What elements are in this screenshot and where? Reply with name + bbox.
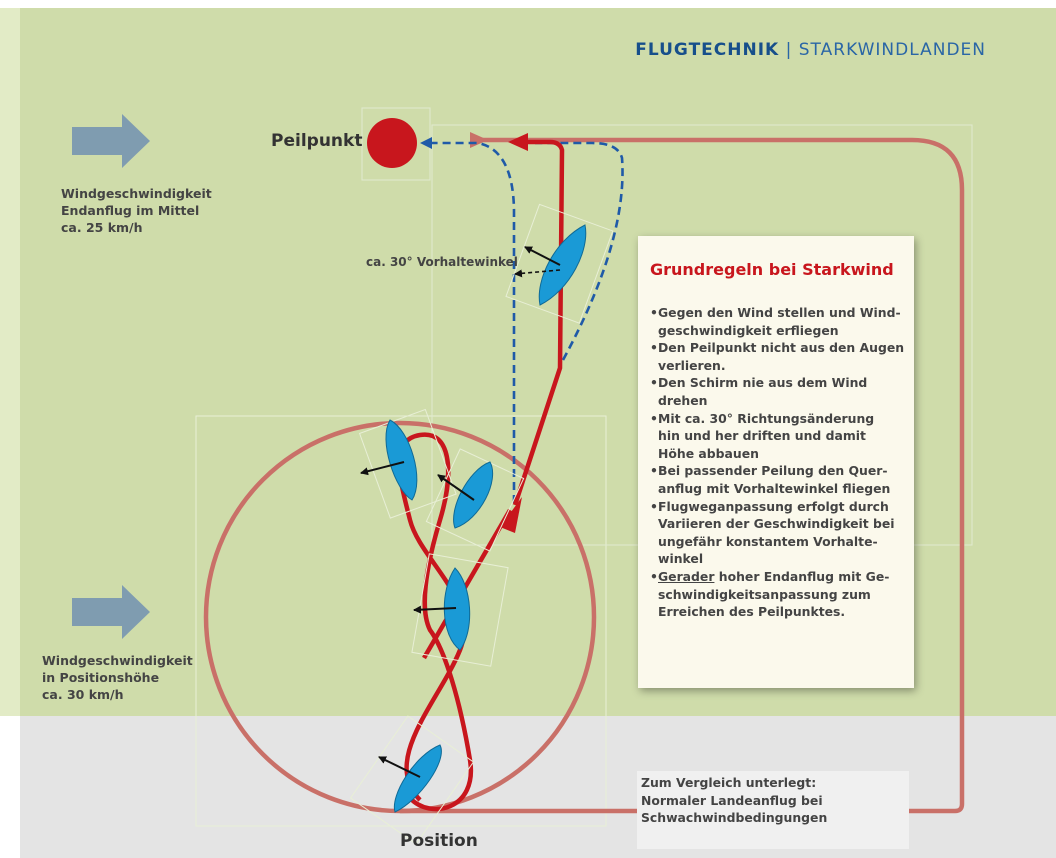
rule-item: •Gegen den Wind stellen und Wind-geschwi… [650,305,901,338]
wind-bottom-text: Windgeschwindigkeit in Positionshöhe ca.… [42,652,193,703]
wind-bottom-line-3: ca. 30 km/h [42,687,124,702]
comparison-note-line-1: Zum Vergleich unterlegt: [641,775,817,790]
comparison-note: Zum Vergleich unterlegt: Normaler Landea… [637,771,909,849]
rules-panel: Grundregeln bei Starkwind •Gegen den Win… [638,236,914,688]
construction-box [195,415,607,827]
header-separator: | [785,40,793,60]
wing-bottom [349,715,475,845]
wing-top [505,203,614,324]
position-label: Position [400,831,478,851]
rule-item: •Bei passender Peilung den Quer-anflug m… [650,463,891,496]
red-crossover-path [422,508,512,660]
wind-top-text: Windgeschwindigkeit Endanflug im Mittel … [61,185,212,236]
red-crossover-arrow [500,497,522,533]
target-point-label: Peilpunkt [271,131,363,151]
rules-title: Grundregeln bei Starkwind [650,260,894,279]
comparison-note-line-3: Schwachwindbedingungen [641,810,828,825]
wind-top-line-3: ca. 25 km/h [61,220,143,235]
wind-bottom-line-2: in Positionshöhe [42,670,160,685]
target-point-marker [367,118,417,168]
wind-arrow-top [72,114,150,168]
comparison-approach-path [400,137,965,814]
rules-list: •Gegen den Wind stellen und Wind-geschwi… [650,304,912,621]
comparison-note-line-2: Normaler Landeanflug bei [641,792,823,808]
header-topic: FLUGTECHNIK [635,40,780,60]
wing-middle [411,553,509,667]
wind-top-line-2: Endanflug im Mittel [61,203,200,218]
dashed-path-right [535,141,624,361]
rule-item: •Gerader hoher Endanflug mit Ge-schwindi… [650,568,890,620]
red-final-approach-path [512,139,565,506]
header-subtitle: STARKWINDLANDEN [798,40,986,60]
wing-left-upper [358,408,457,519]
crab-angle-label: ca. 30° Vorhaltewinkel [366,255,518,269]
wind-arrow-bottom [72,585,150,639]
wind-bottom-line-1: Windgeschwindigkeit [42,653,193,668]
red-final-arrow [508,133,528,151]
left-margin-band [0,8,20,716]
wind-top-line-1: Windgeschwindigkeit [61,186,212,201]
wing-right-upper [425,448,525,552]
comparison-note-text: Zum Vergleich unterlegt: Normaler Landea… [641,774,827,827]
page-header: FLUGTECHNIK | STARKWINDLANDEN [635,40,986,60]
dashed-path-left [432,141,516,503]
dashed-path-arrow [420,137,432,149]
